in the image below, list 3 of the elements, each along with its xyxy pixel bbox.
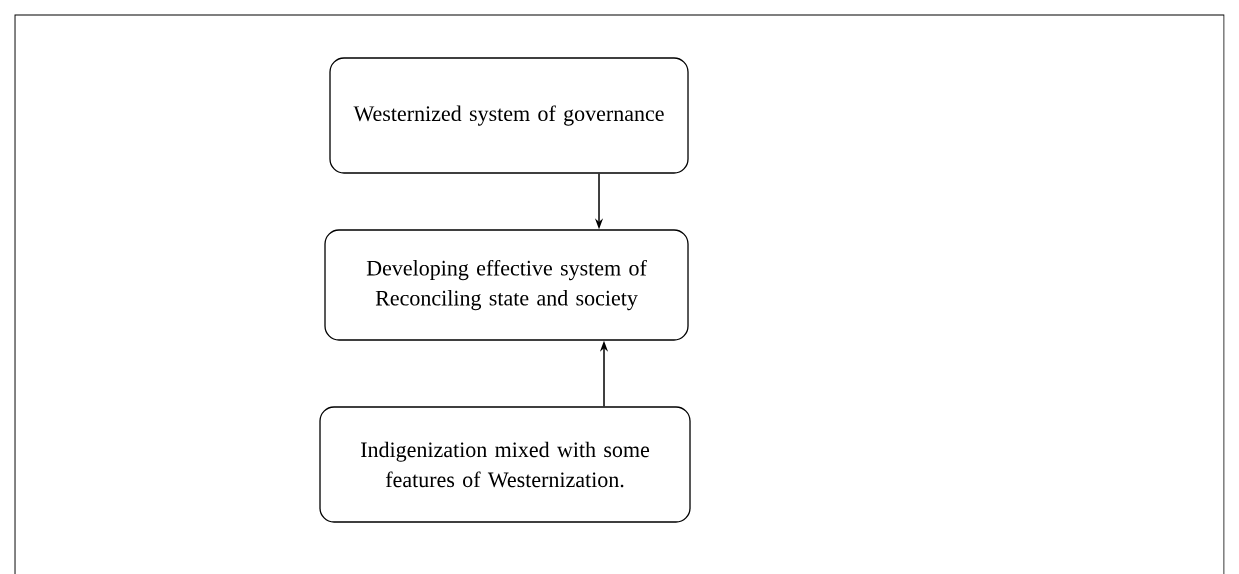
process-box: Indigenization mixed with some features of Westernization. [319,406,691,523]
process-box: Developing effective system of Reconciling state and society [324,229,689,341]
process-box: Westernized system of governance [329,57,689,174]
